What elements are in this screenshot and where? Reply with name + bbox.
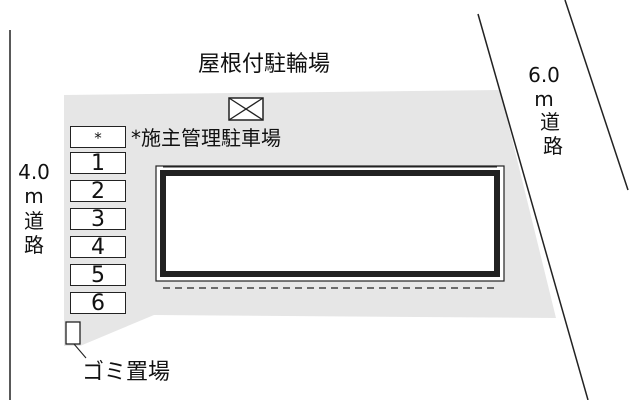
road-right-label: 6.0 m 道 路	[524, 63, 564, 158]
bicycle-parking-label: 屋根付駐輪場	[198, 52, 331, 77]
parking-slot: 5	[70, 264, 126, 287]
parking-slot: 1	[70, 152, 126, 175]
road-left-char-1: 道	[24, 208, 44, 233]
road-right-char-2: 路	[543, 133, 563, 158]
road-left-char-2: 路	[24, 233, 44, 258]
right-road-line-outer	[564, 0, 629, 191]
right-road-line-inner	[477, 13, 589, 400]
parking-slot: 2	[70, 180, 126, 203]
parking-slot: 6	[70, 292, 126, 315]
road-right-width: 6.0	[528, 63, 560, 87]
parking-slot: *	[70, 126, 126, 148]
road-right-char-1: 道	[540, 110, 560, 135]
building	[155, 165, 505, 289]
garbage-label: ゴミ置場	[82, 360, 171, 385]
bicycle-shelter	[228, 97, 264, 121]
garbage-leader	[73, 343, 87, 359]
road-left-label: 4.0 m 道 路	[16, 160, 52, 258]
owner-parking-label: *施主管理駐車場	[131, 126, 281, 150]
road-right-unit: m	[534, 86, 554, 111]
parking-slot: 3	[70, 208, 126, 231]
garbage-box	[65, 321, 81, 345]
road-left-unit: m	[24, 184, 44, 209]
parking-slot: 4	[70, 236, 126, 259]
road-left-width: 4.0	[18, 160, 50, 184]
